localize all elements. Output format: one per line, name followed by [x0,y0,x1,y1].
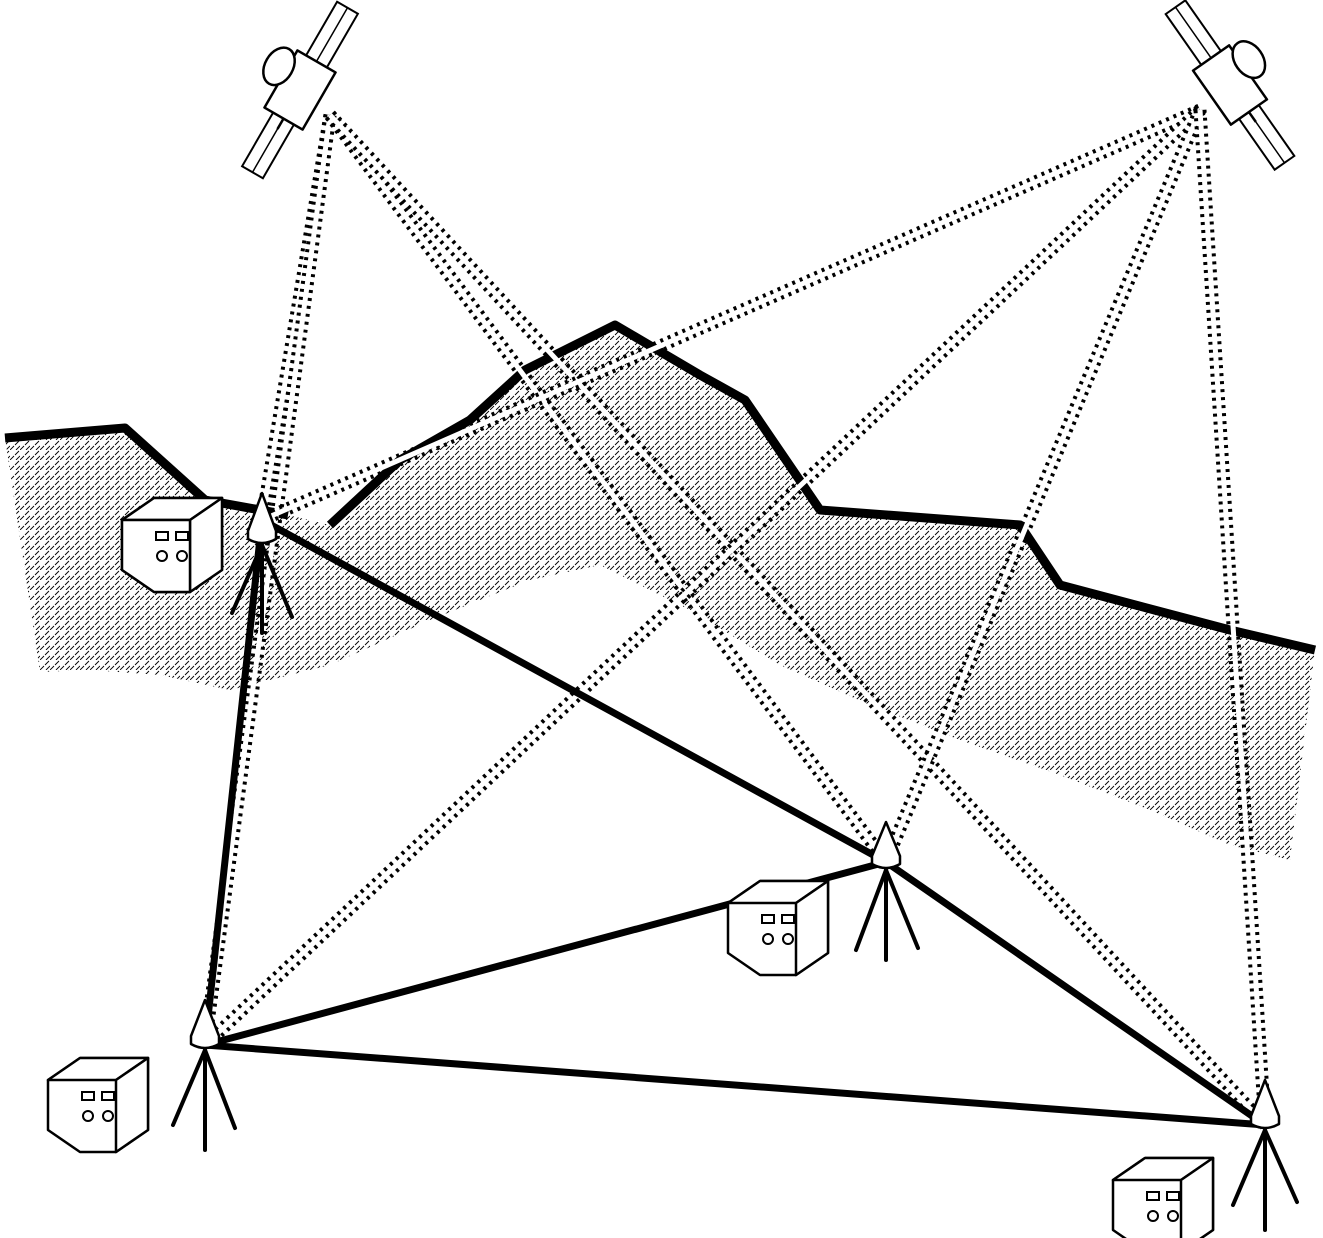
baseline-station-b-to-station-d [201,1041,1269,1129]
receiver-box-d [1111,1156,1215,1238]
satellite-left [240,0,360,180]
station-c [854,820,920,962]
baseline-station-c-to-station-d [882,858,1269,1129]
tripod-antenna-icon [230,491,294,635]
baseline-station-a-to-station-c [258,516,890,866]
satellite-right [1164,0,1296,172]
signal-path-satellite-left-to-station-d [325,110,1270,1130]
receiver-box-c [726,879,830,977]
station-d [1231,1078,1299,1232]
baseline-station-a-to-station-b [201,516,266,1049]
signal-path-satellite-right-to-station-a [259,104,1203,526]
signal-path-satellite-right-to-station-d [1193,109,1272,1126]
signal-path-satellite-left-to-station-b [198,114,337,1046]
receiver-box-b [46,1056,150,1154]
satellite-icon [1164,0,1296,172]
signal-paths [198,104,1272,1130]
tripod-antenna-icon [171,998,237,1152]
main-ridge-line [326,320,1317,655]
station-a [230,491,294,635]
receiver-box-icon [1111,1156,1215,1238]
signal-path-satellite-right-to-station-c [880,107,1206,865]
tripod-antenna-icon [854,820,920,962]
receiver-box-icon [46,1056,150,1154]
station-b [171,998,237,1152]
satellite-icon [240,0,360,180]
receiver-box-icon [120,496,224,594]
receiver-box-icon [726,879,830,977]
receiver-box-a [120,496,224,594]
terrain-area [5,325,1315,860]
signal-path-satellite-left-to-station-c [324,111,892,866]
signal-path-satellite-right-to-station-b [200,105,1205,1050]
tripod-antenna-icon [1231,1078,1299,1232]
terrain [4,320,1317,860]
left-ridge-line [4,423,289,520]
